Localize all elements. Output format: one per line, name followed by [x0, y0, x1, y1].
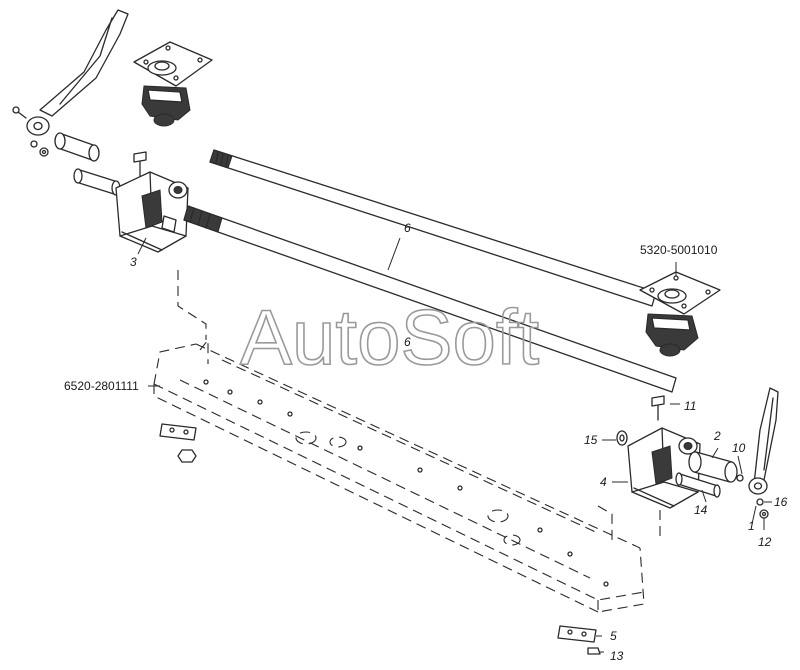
label-part-support: 5320-5001010 [640, 243, 718, 257]
label-5: 5 [610, 629, 617, 643]
support-top [133, 41, 213, 127]
shaft-lower [183, 205, 677, 393]
right-bushing-2 [688, 451, 738, 483]
label-1: 1 [748, 519, 755, 533]
label-part-frame: 6520-2801111 [64, 379, 139, 393]
label-11: 11 [684, 399, 696, 413]
bolt-left [133, 151, 147, 177]
plate-left [159, 423, 197, 441]
bolt-11 [651, 395, 665, 421]
washer-15 [616, 430, 628, 446]
support-right [639, 271, 721, 357]
label-16: 16 [774, 495, 788, 509]
leader-lines [137, 237, 772, 653]
label-2: 2 [713, 429, 721, 443]
label-6-lower: 6 [404, 335, 411, 349]
label-6-upper: 6 [404, 221, 411, 235]
label-3: 3 [130, 255, 137, 269]
plate-5 [557, 625, 597, 643]
left-bushing-upper [54, 132, 100, 162]
nut-left [177, 449, 197, 463]
bracket-left [115, 171, 189, 253]
nut-13 [587, 647, 601, 655]
bracket-right [627, 427, 701, 509]
shaft-upper [209, 149, 657, 307]
label-14: 14 [694, 503, 708, 517]
frame-cross-member [153, 270, 661, 613]
left-lever [12, 9, 129, 157]
label-13: 13 [610, 649, 624, 663]
left-bushing-lower [73, 168, 121, 196]
label-15: 15 [584, 433, 598, 447]
label-10: 10 [732, 441, 746, 455]
label-12: 12 [758, 535, 772, 549]
right-bushing-14 [675, 472, 721, 498]
watermark-text: AutoSoft [240, 293, 540, 381]
label-4: 4 [600, 475, 607, 489]
